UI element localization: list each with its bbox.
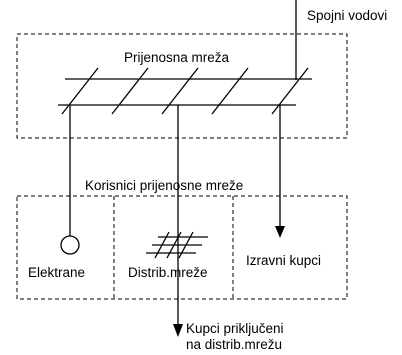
label-power-plants: Elektrane	[28, 265, 85, 280]
power-plant-symbol	[60, 235, 80, 255]
label-connected-customers-2: na distrib.mrežu	[186, 337, 282, 352]
line-segments	[61, 67, 309, 115]
direct-customer-arrow	[275, 226, 285, 238]
distribution-grid-icon	[146, 231, 208, 259]
distribution-customer-arrow	[173, 324, 183, 337]
label-connection-lines: Spojni vodovi	[307, 8, 387, 23]
transmission-network-box	[16, 33, 348, 139]
label-network-users: Korisnici prijenosne mreže	[85, 178, 243, 193]
network-users-box	[16, 195, 348, 300]
label-connected-customers-1: Kupci priključeni	[186, 321, 284, 336]
label-distribution-networks: Distrib.mreže	[128, 265, 208, 280]
label-transmission-network: Prijenosna mreža	[124, 50, 230, 65]
label-direct-customers: Izravni kupci	[246, 253, 321, 268]
